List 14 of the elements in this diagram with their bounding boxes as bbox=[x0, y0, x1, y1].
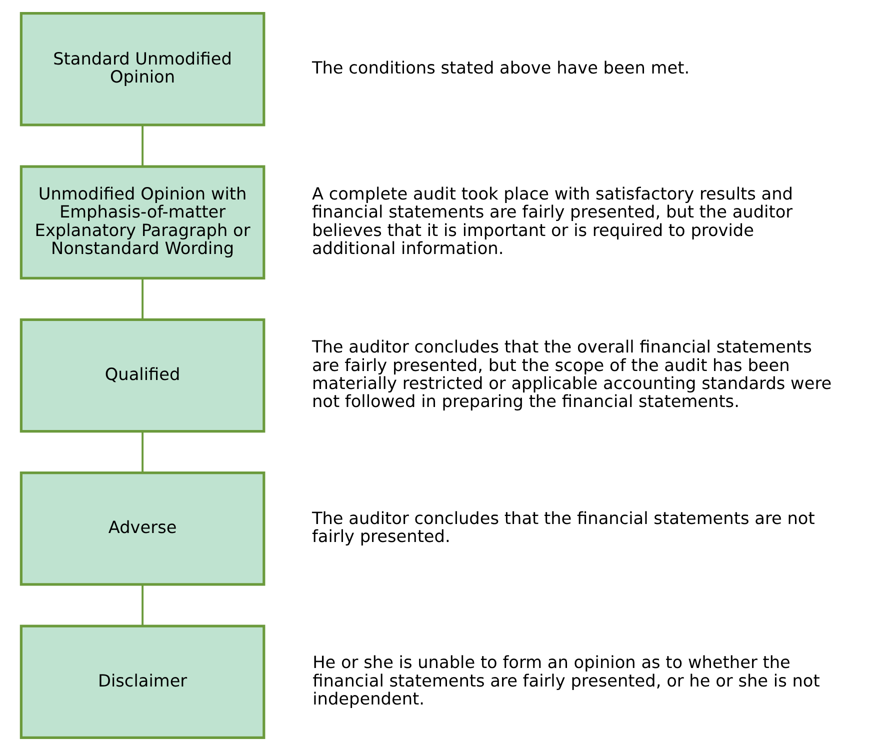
node-label: The conditions stated above have been met. bbox=[312, 58, 690, 78]
node-label: The auditor concludes that the overall financial statements are fairly presented, but the scope of the audit has been materially restricted or applicable accounting standards were not followed in preparing the financial statements. bbox=[312, 336, 832, 412]
node-box: Qualified bbox=[20, 318, 266, 433]
connector bbox=[142, 278, 144, 320]
node-box: Standard Unmodified Opinion bbox=[20, 12, 266, 126]
node-box: Adverse bbox=[20, 472, 266, 586]
node-label: A complete audit took place with satisfactory results and financial statements are fairly presented, but the auditor believes that it is important or is required to provide additional information. bbox=[312, 183, 794, 258]
node-label: He or she is unable to form an opinion as to whether the financial statements are fairly presented, or he or she is not independent. bbox=[312, 652, 820, 708]
connector bbox=[142, 432, 144, 472]
connector bbox=[142, 584, 144, 626]
connector bbox=[142, 125, 144, 166]
node-label: The auditor concludes that the financial statements are not fairly presented. bbox=[312, 508, 815, 546]
node-box: Unmodified Opinion with Emphasis-of-matter Explanatory Paragraph or Nonstandard Wording bbox=[20, 165, 266, 280]
node-box: Disclaimer bbox=[20, 624, 266, 739]
